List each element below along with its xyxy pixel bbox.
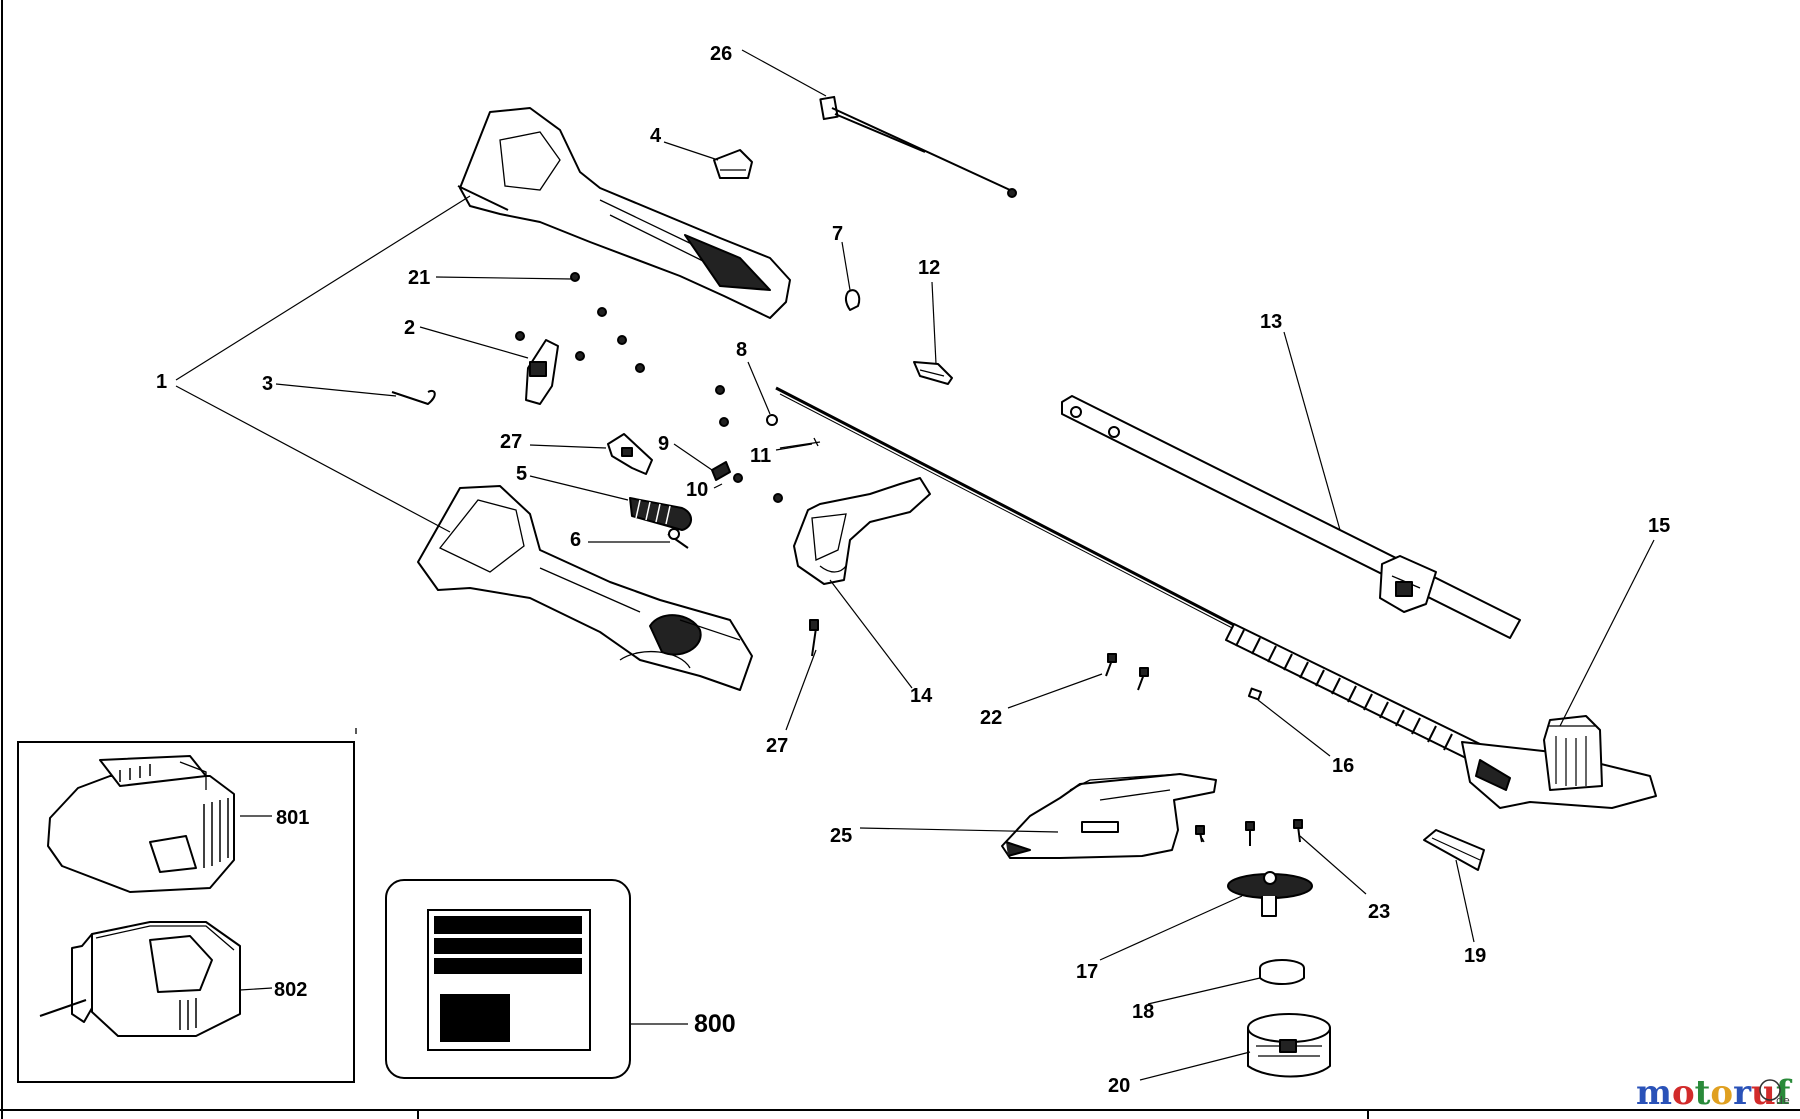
watermark-letter: o [1672,1073,1695,1113]
part-8-washer [766,414,778,426]
label-4: 4 [650,125,662,147]
watermark-letter: f [1776,1073,1793,1113]
leader-lines [175,49,1655,1081]
part-18-ring [1259,959,1305,985]
label-17: 17 [1076,961,1098,983]
part-16-plug [1247,687,1263,701]
label-800: 800 [694,1010,736,1038]
label-11: 11 [750,445,771,467]
label-2: 2 [404,317,415,339]
watermark-suffix: de [1776,1094,1790,1107]
part-25-guard [1001,773,1217,859]
part-801-battery [47,755,235,893]
watermark-brand: motoruf [1636,1073,1793,1113]
part-26-throttle-cable [819,95,1017,198]
part-11-pin [779,437,821,449]
label-801: 801 [276,807,309,829]
part-802-charger [39,921,241,1037]
part-12-bracket [913,361,953,385]
part-27-bolt [809,619,819,657]
label-3: 3 [262,373,273,395]
watermark-letter: r [1733,1073,1752,1113]
label-13: 13 [1260,311,1282,333]
label-25: 25 [830,825,852,847]
label-20: 20 [1108,1075,1130,1097]
label-22: 22 [980,707,1002,729]
label-5: 5 [516,463,527,485]
part-1-handle-half-lower [417,485,753,691]
part-1-handle-half-upper [457,107,791,319]
label-1: 1 [156,371,167,393]
label-16: 16 [1332,755,1354,777]
inset-battery-charger-box [17,728,357,1083]
label-9: 9 [658,433,669,455]
watermark-letter: o [1710,1073,1733,1113]
part-19-line-cutter [1423,829,1485,871]
watermark-letter: m [1636,1073,1672,1113]
part-4-switch-button [713,149,753,179]
part-15-motor-head [1461,715,1657,809]
part-20-spool [1247,1013,1331,1078]
part-5-coil-spring [629,497,692,531]
label-15: 15 [1648,515,1670,537]
label-6: 6 [570,529,581,551]
label-8: 8 [736,339,747,361]
part-number-labels: 1 2 3 4 5 6 7 8 9 10 11 12 13 14 15 16 1… [156,43,1670,1097]
part-2-switch [525,339,559,405]
part-13-extension-tube [1061,395,1521,639]
watermark-letter: u [1751,1073,1776,1113]
part-22-screws [1105,653,1149,691]
label-18: 18 [1132,1001,1154,1023]
label-10: 10 [686,479,708,501]
drive-shaft [775,386,1481,761]
label-26: 26 [710,43,732,65]
watermark-copyright-icon [1759,1079,1781,1101]
watermark-letter: t [1695,1073,1711,1113]
label-7: 7 [832,223,843,245]
part-23-screws [1195,819,1303,846]
part-7-cable-clip [844,289,861,311]
label-802: 802 [274,979,307,1001]
part-6-pin [667,528,689,549]
part-17-spool-hub [1227,871,1313,917]
part-3-hook [391,390,436,405]
part-14-auxiliary-handle [793,477,931,585]
part-9-spring [711,461,731,481]
label-19: 19 [1464,945,1486,967]
part-27-clip-upper [607,433,653,475]
screw-dots [515,272,783,503]
label-12: 12 [918,257,940,279]
label-23: 23 [1368,901,1390,923]
watermark-logo: motoruf de [1636,1073,1793,1113]
label-14: 14 [910,685,933,707]
part-800-rating-label [385,879,631,1079]
label-27-lower: 27 [766,735,788,757]
label-21: 21 [408,267,430,289]
label-27-upper: 27 [500,431,522,453]
